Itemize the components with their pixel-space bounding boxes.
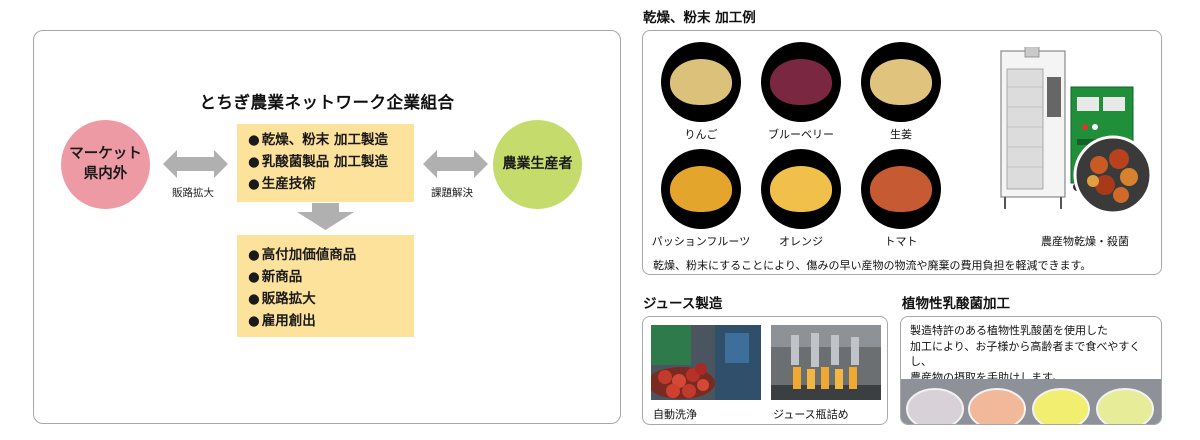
- lactic-cups-photo: [901, 379, 1161, 424]
- activities-box: 乾燥、粉末 加工製造 乳酸菌製品 加工製造 生産技術: [237, 124, 414, 202]
- photo-label: 自動洗浄: [653, 408, 697, 421]
- dry-caption: 乾燥、粉末にすることにより、傷みの早い産物の物流や廃棄の費用負担を軽減できます。: [653, 259, 1092, 272]
- org-title: とちぎ農業ネットワーク企業組合: [199, 93, 455, 112]
- activity-item: 乳酸菌製品 加工製造: [248, 151, 414, 173]
- orange-powder-image: [761, 149, 841, 229]
- lactic-section-title: 植物性乳酸菌加工: [902, 296, 1010, 312]
- machine-label: 農産物乾燥・殺菌: [1041, 235, 1129, 248]
- dry-section-title: 乾燥、粉末 加工例: [643, 10, 756, 26]
- diagram-arrows: [163, 150, 488, 230]
- outcome-item: 新商品: [248, 266, 414, 288]
- photo-label: ジュース瓶詰め: [773, 408, 849, 421]
- powder-label: オレンジ: [779, 235, 823, 248]
- network-diagram-panel: とちぎ農業ネットワーク企業組合 マーケット 県内外 農業生産者 販路拡大 課題解…: [33, 30, 621, 424]
- outcome-item: 販路拡大: [248, 288, 414, 310]
- blueberry-powder-image: [761, 42, 841, 122]
- powder-pile: [670, 166, 732, 212]
- lactic-line: 加工により、お子様から高齢者まで食べやすくし、: [910, 339, 1141, 369]
- left-arrow-label: 販路拡大: [172, 187, 214, 199]
- passionfruit-powder-image: [661, 149, 741, 229]
- outcome-item: 高付加価値商品: [248, 244, 414, 266]
- powder-pile: [770, 59, 832, 105]
- outcomes-box: 高付加価値商品 新商品 販路拡大 雇用創出: [237, 235, 414, 337]
- double-arrow-right: [423, 150, 488, 178]
- farmer-label: 農業生産者: [502, 156, 573, 173]
- powder-pile: [770, 166, 832, 212]
- juice-bottling-photo: [771, 325, 881, 400]
- activity-item: 生産技術: [248, 173, 414, 195]
- ginger-powder-image: [861, 42, 941, 122]
- apple-powder-image: [661, 42, 741, 122]
- powder-pile: [870, 166, 932, 212]
- outcome-item: 雇用創出: [248, 310, 414, 332]
- apple-washing-photo: [651, 325, 761, 400]
- juice-section-title: ジュース製造: [643, 296, 723, 312]
- powder-pile: [670, 59, 732, 105]
- lactic-description: 製造特許のある植物性乳酸菌を使用した 加工により、お子様から高齢者まで食べやすく…: [910, 323, 1161, 385]
- farmer-circle: 農業生産者: [493, 120, 582, 209]
- lactic-panel: 製造特許のある植物性乳酸菌を使用した 加工により、お子様から高齢者まで食べやすく…: [900, 316, 1162, 425]
- market-label-line2: 県内外: [83, 165, 128, 182]
- powder-label: パッションフルーツ: [651, 235, 751, 248]
- tomato-powder-image: [861, 149, 941, 229]
- dry-powder-panel: りんご ブルーベリー 生姜 パッションフルーツ オレンジ トマト: [642, 30, 1162, 275]
- double-arrow-left: [163, 150, 228, 178]
- powder-label: りんご: [684, 128, 718, 141]
- right-arrow-label: 課題解決: [431, 187, 473, 199]
- down-arrow: [297, 203, 354, 230]
- powder-pile: [870, 59, 932, 105]
- lactic-line: 製造特許のある植物性乳酸菌を使用した: [910, 324, 1108, 337]
- powder-label: トマト: [884, 235, 918, 248]
- market-label-line1: マーケット: [69, 145, 142, 162]
- juice-panel: 自動洗浄 ジュース瓶詰め: [642, 316, 888, 425]
- activity-item: 乾燥、粉末 加工製造: [248, 129, 414, 151]
- market-circle: マーケット 県内外: [61, 120, 150, 209]
- drying-machine-image: [1000, 47, 1153, 215]
- powder-label: 生姜: [890, 128, 912, 141]
- powder-label: ブルーベリー: [768, 128, 834, 141]
